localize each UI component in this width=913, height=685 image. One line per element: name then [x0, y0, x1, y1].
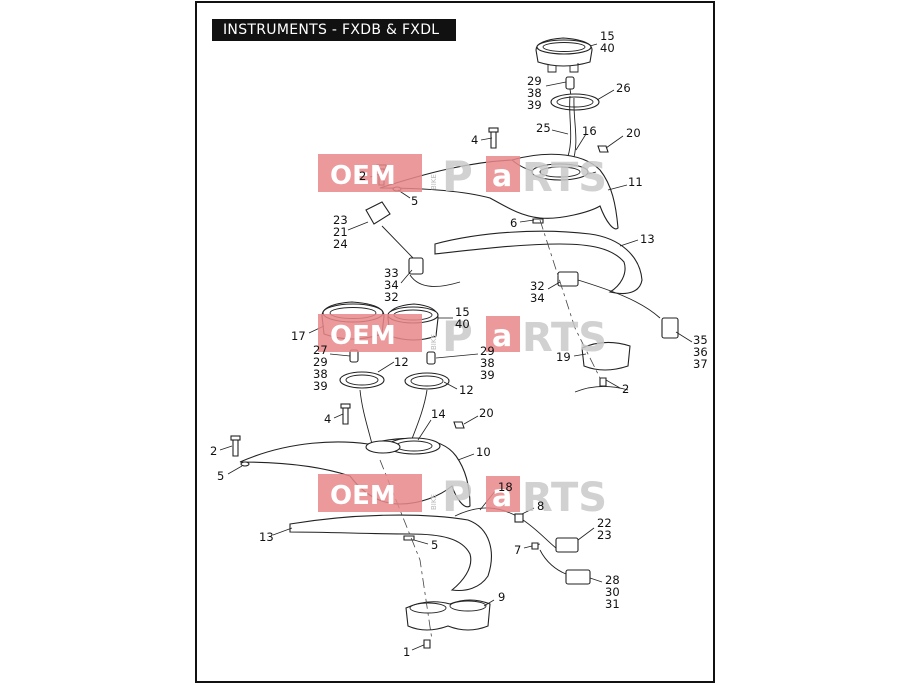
bulb-socket-top — [565, 76, 575, 97]
callout-15: 15 — [600, 29, 615, 43]
svg-text:OEM: OEM — [330, 161, 396, 191]
svg-text:RTS: RTS — [522, 155, 607, 201]
callout-23: 23 — [597, 528, 612, 542]
gasket-top — [550, 93, 600, 111]
connector-upper-right — [557, 271, 679, 339]
svg-text:OEM: OEM — [330, 321, 396, 351]
callout-7: 7 — [514, 543, 521, 557]
callout-29: 29 — [480, 344, 495, 358]
svg-text:OEM: OEM — [330, 481, 396, 511]
svg-text:BIKE: BIKE — [430, 334, 438, 350]
strap-top — [434, 230, 643, 295]
callout-40: 40 — [455, 317, 470, 331]
gasket-right — [404, 372, 450, 390]
callout-8: 8 — [537, 499, 544, 513]
watermark-2: OEM BIKE P a RTS — [318, 312, 607, 361]
gauge-top — [535, 37, 593, 73]
callout-1: 1 — [403, 645, 410, 659]
callout-36: 36 — [693, 345, 708, 359]
fasteners-bottom — [230, 403, 465, 541]
callout-38: 38 — [480, 356, 495, 370]
callout-30: 30 — [605, 585, 620, 599]
callout-10: 10 — [476, 445, 491, 459]
callout-31: 31 — [605, 597, 620, 611]
callout-5: 5 — [431, 538, 438, 552]
callout-11: 11 — [628, 175, 643, 189]
callout-2: 2 — [622, 382, 629, 396]
callout-37: 37 — [693, 357, 708, 371]
strap-bottom — [289, 514, 492, 592]
callout-25: 25 — [536, 121, 551, 135]
watermark-3: OEM BIKE P a RTS — [318, 472, 607, 521]
callout-14: 14 — [431, 407, 446, 421]
callout-32: 32 — [384, 290, 399, 304]
callout-2: 2 — [359, 169, 366, 183]
diagram-frame — [195, 1, 715, 683]
leader-lines — [219, 43, 693, 651]
svg-text:RTS: RTS — [522, 315, 607, 361]
callout-4: 4 — [324, 412, 331, 426]
callout-16: 16 — [582, 124, 597, 138]
callout-28: 28 — [605, 573, 620, 587]
svg-text:a: a — [492, 479, 512, 514]
callout-21: 21 — [333, 225, 348, 239]
callout-40: 40 — [600, 41, 615, 55]
callout-33: 33 — [384, 266, 399, 280]
svg-text:P: P — [442, 472, 473, 521]
svg-text:a: a — [492, 319, 512, 354]
housing-bottom — [405, 599, 491, 631]
svg-text:P: P — [442, 312, 473, 361]
callout-39: 39 — [527, 98, 542, 112]
callout-38: 38 — [527, 86, 542, 100]
callout-13: 13 — [640, 232, 655, 246]
callout-38: 38 — [313, 367, 328, 381]
callout-29: 29 — [313, 355, 328, 369]
callout-24: 24 — [333, 237, 348, 251]
bracket-19 — [574, 341, 631, 393]
svg-text:BIKE: BIKE — [430, 494, 438, 510]
callout-32: 32 — [530, 279, 545, 293]
callout-2: 2 — [210, 444, 217, 458]
callout-34: 34 — [530, 291, 545, 305]
callout-4: 4 — [471, 133, 478, 147]
callout-12: 12 — [459, 383, 474, 397]
callout-22: 22 — [597, 516, 612, 530]
indicator-top — [365, 201, 424, 275]
callout-5: 5 — [217, 469, 224, 483]
callout-19: 19 — [556, 350, 571, 364]
callouts: 15 40 29 38 39 26 25 16 20 4 2 5 11 6 13… — [210, 29, 708, 659]
callout-26: 26 — [616, 81, 631, 95]
callout-20: 20 — [479, 406, 494, 420]
callout-27: 27 — [313, 343, 328, 357]
svg-text:BIKE: BIKE — [430, 174, 438, 190]
svg-text:RTS: RTS — [522, 475, 607, 521]
diagram-title: INSTRUMENTS - FXDB & FXDL — [212, 19, 456, 41]
callout-18: 18 — [498, 480, 513, 494]
callout-6: 6 — [510, 216, 517, 230]
svg-text:a: a — [492, 159, 512, 194]
svg-text:P: P — [442, 152, 473, 201]
harness-bottom — [454, 507, 591, 585]
callout-34: 34 — [384, 278, 399, 292]
callout-39: 39 — [480, 368, 495, 382]
watermark-1: OEM BIKE P a RTS — [318, 152, 607, 201]
callout-20: 20 — [626, 126, 641, 140]
callout-39: 39 — [313, 379, 328, 393]
callout-35: 35 — [693, 333, 708, 347]
gasket-left — [339, 371, 385, 389]
callout-5: 5 — [411, 194, 418, 208]
callout-29: 29 — [527, 74, 542, 88]
callout-12: 12 — [394, 355, 409, 369]
callout-17: 17 — [291, 329, 306, 343]
callout-13: 13 — [259, 530, 274, 544]
callout-9: 9 — [498, 590, 505, 604]
callout-15: 15 — [455, 305, 470, 319]
callout-23: 23 — [333, 213, 348, 227]
